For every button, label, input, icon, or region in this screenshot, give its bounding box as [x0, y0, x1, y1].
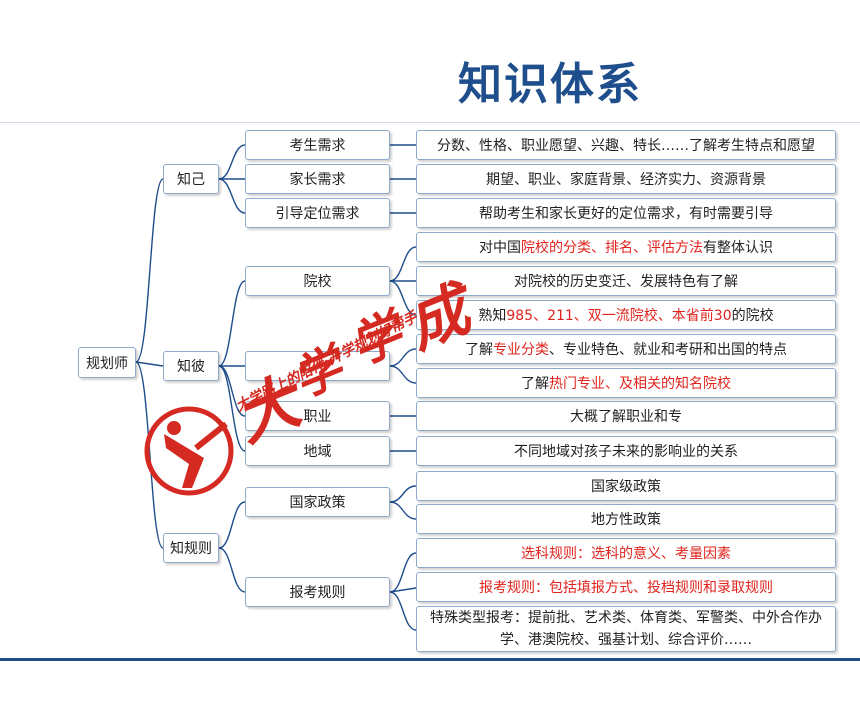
detail-text: 了解	[521, 376, 549, 392]
detail-text: 选科规则：选科的意义、考量因素	[521, 546, 731, 562]
detail-text: 地方性政策	[591, 512, 661, 528]
detail-text: 报考规则：包括填报方式、投档规则和录取规则	[479, 580, 773, 596]
item-node: 报考规则	[245, 577, 390, 607]
detail-text: 熟知	[478, 308, 507, 324]
detail-text: 帮助考生和家长更好的定位需求，有时需要引导	[479, 206, 773, 222]
detail-text: 对院校的历史变迁、发展特色有了解	[514, 274, 738, 290]
root-node: 规划师	[78, 347, 136, 378]
item-node: 地域	[245, 436, 390, 466]
detail-node: 选科规则：选科的意义、考量因素	[416, 538, 836, 568]
detail-text: 期望、职业、家庭背景、经济实力、资源背景	[486, 172, 766, 188]
item-node: 引导定位需求	[245, 198, 390, 228]
detail-node: 期望、职业、家庭背景、经济实力、资源背景	[416, 164, 836, 194]
item-node: 院校	[245, 266, 390, 296]
detail-node: 不同地域对孩子未来的影响业的关系	[416, 436, 836, 466]
detail-text: 专业分类	[493, 342, 549, 358]
detail-text: 有整体认识	[703, 240, 773, 256]
detail-node: 分数、性格、职业愿望、兴趣、特长……了解考生特点和愿望	[416, 130, 836, 160]
detail-node: 了解热门专业、及相关的知名院校	[416, 368, 836, 398]
group-node-2: 知彼	[163, 351, 219, 381]
item-node	[245, 351, 390, 381]
detail-node: 国家级政策	[416, 471, 836, 501]
detail-text: 对中国	[479, 240, 521, 256]
detail-node: 对中国院校的分类、排名、评估方法有整体认识	[416, 232, 836, 262]
detail-node: 特殊类型报考：提前批、艺术类、体育类、军警类、中外合作办学、港澳院校、强基计划、…	[416, 606, 836, 652]
detail-node: 帮助考生和家长更好的定位需求，有时需要引导	[416, 198, 836, 228]
group-node-3: 知规则	[163, 533, 219, 563]
detail-text: 特殊类型报考：提前批、艺术类、体育类、军警类、中外合作办学、港澳院校、强基计划、…	[430, 610, 822, 648]
bottom-divider	[0, 658, 860, 661]
detail-node: 了解专业分类、专业特色、就业和考研和出国的特点	[416, 334, 836, 364]
detail-text: 分数、性格、职业愿望、兴趣、特长……了解考生特点和愿望	[437, 138, 815, 154]
detail-text: 985、211、双一流院校、本省前30	[506, 308, 732, 324]
item-node: 考生需求	[245, 130, 390, 160]
detail-text: 热门专业、及相关的知名院校	[549, 376, 731, 392]
item-node: 家长需求	[245, 164, 390, 194]
detail-node: 对院校的历史变迁、发展特色有了解	[416, 266, 836, 296]
group-node-1: 知己	[163, 164, 219, 194]
top-divider	[0, 122, 860, 123]
detail-node: 地方性政策	[416, 504, 836, 534]
detail-node: 报考规则：包括填报方式、投档规则和录取规则	[416, 572, 836, 602]
item-node: 职业	[245, 401, 390, 431]
page-title: 知识体系	[458, 59, 642, 110]
detail-text: 不同地域对孩子未来的影响业的关系	[514, 444, 738, 460]
item-node: 国家政策	[245, 487, 390, 517]
detail-text: 了解	[465, 342, 493, 358]
detail-text: 院校的分类、排名、评估方法	[521, 240, 703, 256]
detail-text: 、专业特色、就业和考研和出国的特点	[549, 342, 787, 358]
detail-node: 大概了解职业和专	[416, 401, 836, 431]
detail-text: 的院校	[731, 308, 774, 324]
detail-text: 大概了解职业和专	[570, 409, 682, 425]
detail-text: 国家级政策	[591, 479, 661, 495]
